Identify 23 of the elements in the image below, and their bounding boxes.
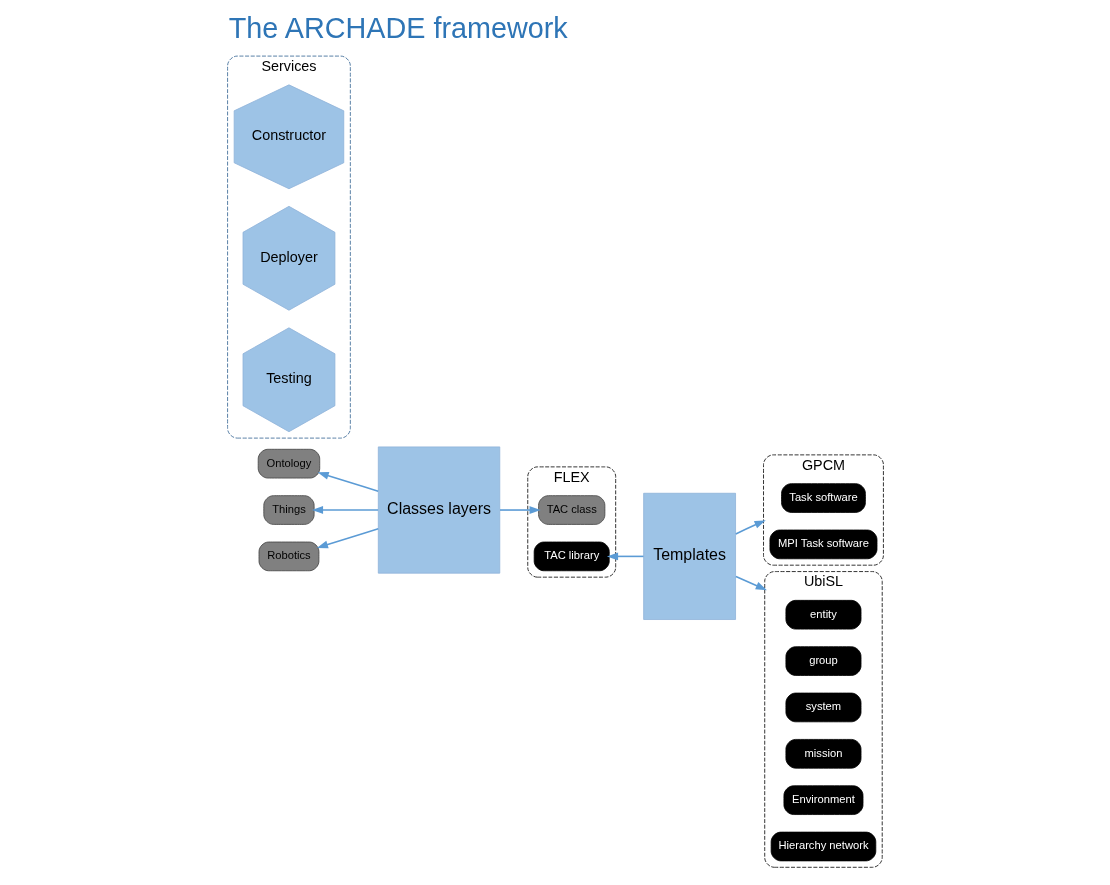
arrow	[317, 471, 379, 493]
arrow	[734, 575, 767, 591]
node-box: group	[785, 646, 861, 676]
node-box: Templates	[642, 492, 736, 620]
node-box: Robotics	[258, 541, 319, 572]
arrow	[316, 527, 379, 549]
arrow	[734, 520, 766, 535]
node-box: Things	[262, 495, 315, 525]
diagram-title: The ARCHADE framework	[228, 11, 568, 44]
arrow	[606, 552, 644, 561]
node-box: Task software	[780, 483, 866, 513]
node-box: entity	[785, 599, 861, 630]
node-box: system	[785, 692, 861, 723]
node-box: TAC library	[533, 541, 610, 572]
node-box: MPI Task software	[769, 529, 877, 560]
arrow	[498, 506, 541, 514]
node-box: Environment	[783, 785, 863, 815]
node-box: Ontology	[257, 448, 320, 479]
node-box: Classes layers	[377, 446, 500, 574]
arrow	[311, 506, 379, 514]
node-box: TAC class	[537, 495, 605, 525]
node-box: Hierarchy network	[770, 831, 876, 862]
node-box: mission	[785, 739, 861, 769]
